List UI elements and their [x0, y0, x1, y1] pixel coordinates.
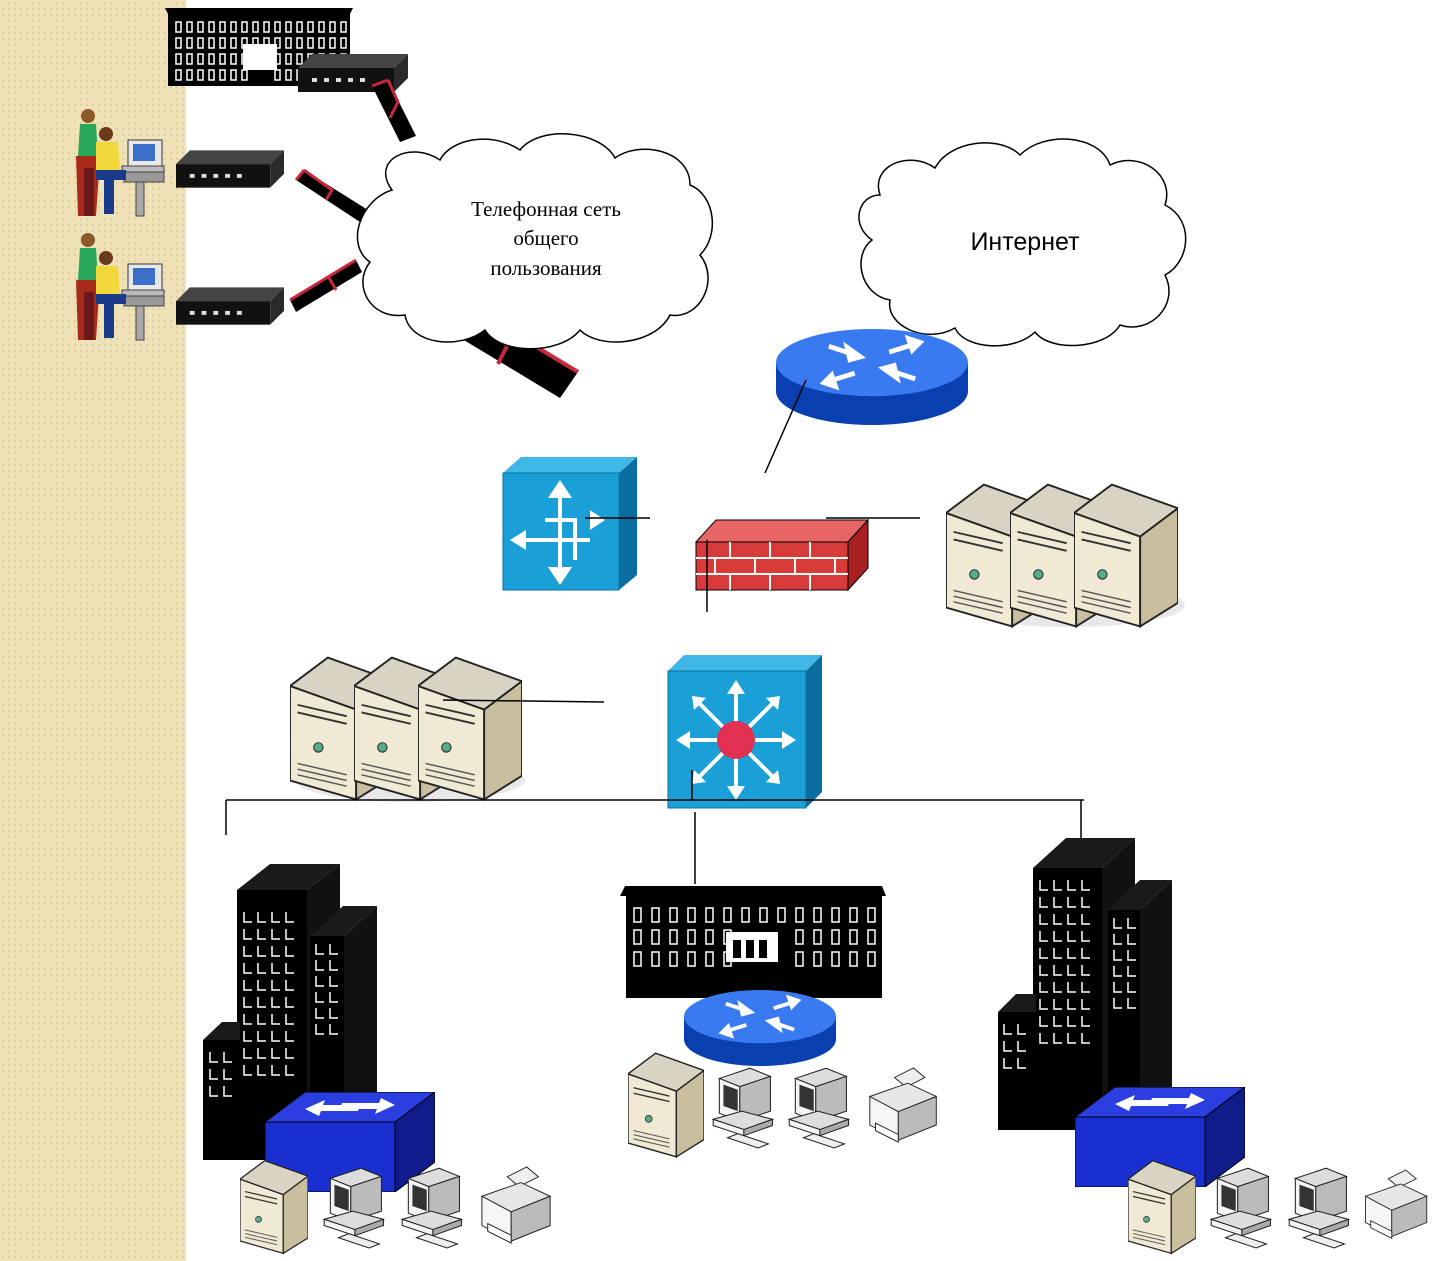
server-icon — [1128, 1159, 1196, 1255]
phone-cable-icon — [294, 168, 368, 222]
router-icon — [684, 990, 836, 1066]
server-cluster-link — [442, 699, 605, 703]
firewall-icon — [694, 518, 870, 592]
pc-icon — [323, 1167, 385, 1249]
internet-cloud-label: Интернет — [970, 228, 1080, 256]
lan-backbone — [225, 770, 1084, 884]
printer-icon — [869, 1067, 937, 1143]
pc-icon — [1288, 1167, 1350, 1249]
access-server-icon — [502, 457, 637, 591]
modem-icon — [176, 150, 284, 188]
router-link — [764, 379, 807, 474]
server-cluster-icon — [946, 483, 1185, 628]
pc-icon — [712, 1067, 774, 1149]
modem-icon — [176, 287, 284, 325]
office-tower-icon — [998, 838, 1172, 1130]
user-workstation-icon — [76, 233, 165, 341]
pstn-cloud-label-line3: пользования — [490, 256, 602, 280]
server-icon — [628, 1052, 704, 1158]
pstn-cloud-label-line1: Телефонная сеть — [471, 197, 621, 221]
pc-icon — [1210, 1167, 1272, 1249]
pc-icon — [788, 1067, 850, 1149]
user-workstation-icon — [76, 109, 165, 217]
server-icon — [240, 1159, 308, 1255]
internet-cloud-icon: Интернет — [858, 138, 1187, 347]
pstn-cloud-icon: Телефонная сеть общего пользования — [356, 133, 714, 350]
headquarters-building-icon — [165, 8, 353, 86]
pstn-cloud-label-line2: общего — [513, 226, 578, 250]
phone-cable-icon — [289, 258, 362, 312]
phone-cable-icon — [371, 78, 416, 142]
printer-icon — [1364, 1169, 1428, 1239]
router-icon — [776, 329, 968, 425]
printer-icon — [481, 1166, 551, 1244]
pc-icon — [401, 1167, 463, 1249]
layer3-switch-icon — [667, 655, 822, 809]
server-cluster-icon — [290, 656, 525, 802]
office-building-icon — [620, 886, 886, 998]
